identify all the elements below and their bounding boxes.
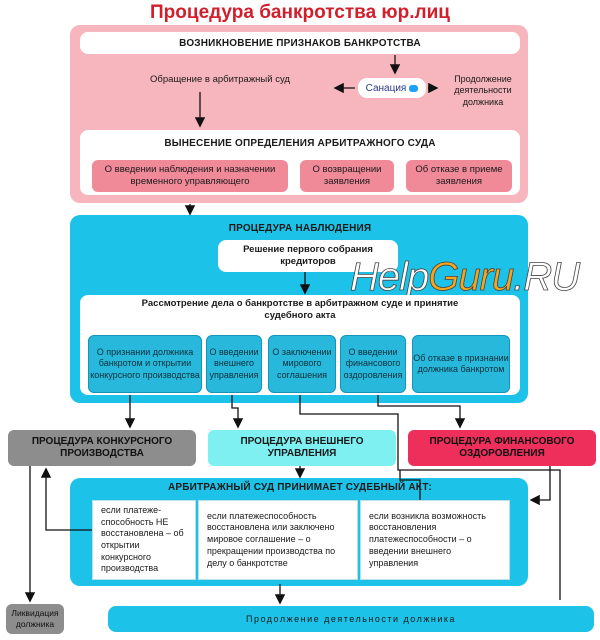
first-meeting-box: Решение первого собрания кредиторов — [218, 240, 398, 272]
arrow-financial-to-act — [529, 466, 551, 506]
line-settlement — [299, 395, 561, 600]
arrow-back-competition — [40, 467, 92, 531]
competition-procedure-box: ПРОЦЕДУРА КОНКУРСНОГО ПРОИЗВОДСТВА — [8, 430, 196, 466]
chat-bubble-icon — [409, 84, 419, 92]
arrow-to-external — [231, 395, 244, 429]
court-act-outcome-termination: если платежеспособность восстановлена ил… — [198, 500, 358, 580]
watermark-ru: .RU — [513, 255, 581, 300]
stage1-header: ВОЗНИКНОВЕНИЕ ПРИЗНАКОВ БАНКРОТСТВА — [80, 32, 520, 54]
financial-procedure-box: ПРОЦЕДУРА ФИНАНСОВОГО ОЗДОРОВЛЕНИЯ — [408, 430, 596, 466]
court-act-header: АРБИТРАЖНЫЙ СУД ПРИНИМАЕТ СУДЕБНЫЙ АКТ: — [167, 482, 433, 493]
stage2-option-observation: О введении наблюдения и назначении време… — [92, 160, 288, 192]
arrow-to-financial — [377, 395, 466, 429]
decision-bankrupt: О признании должника банкротом и открыти… — [88, 335, 202, 393]
external-procedure-box: ПРОЦЕДУРА ВНЕШНЕГО УПРАВЛЕНИЯ — [208, 430, 396, 466]
stage2-option-refuse: Об отказе в приеме заявления — [406, 160, 512, 192]
court-act-outcome-external: если возникла возможность восстановления… — [360, 500, 510, 580]
observation-header: ПРОЦЕДУРА НАБЛЮДЕНИЯ — [228, 222, 372, 234]
decision-settlement: О заключении мирового соглашения — [268, 335, 336, 393]
stage2-option-return: О возвращении заявления — [300, 160, 394, 192]
watermark: HelpGuru.RU — [350, 255, 581, 300]
watermark-help: Help — [350, 255, 430, 300]
continuation-bar: Продолжение деятельности должника — [108, 606, 594, 632]
sanation-label: Санация — [365, 82, 407, 94]
line-outcome3 — [399, 470, 421, 500]
stage2-header: ВЫНЕСЕНИЕ ОПРЕДЕЛЕНИЯ АРБИТРАЖНОГО СУДА — [164, 138, 436, 149]
court-review-label: Рассмотрение дела о банкротстве в арбитр… — [141, 298, 459, 322]
decision-financial: О введении финансового оздоровления — [340, 335, 406, 393]
watermark-guru: Guru — [428, 255, 515, 300]
page-title: Процедура банкротства юр.лиц — [150, 2, 450, 23]
liquidation-box: Ликвидация должника — [6, 604, 64, 634]
sanation-pill: Санация — [358, 78, 426, 98]
decision-external: О введении внешнего управления — [206, 335, 262, 393]
decision-refuse: Об отказе в признании должника банкротом — [412, 335, 510, 393]
court-act-outcome-competition: если платеже-способность НЕ восстановлен… — [92, 500, 196, 580]
continue-activity-label: Продолжение деятельности должника — [454, 74, 512, 107]
court-appeal-label: Обращение в арбитражный суд — [150, 74, 290, 85]
